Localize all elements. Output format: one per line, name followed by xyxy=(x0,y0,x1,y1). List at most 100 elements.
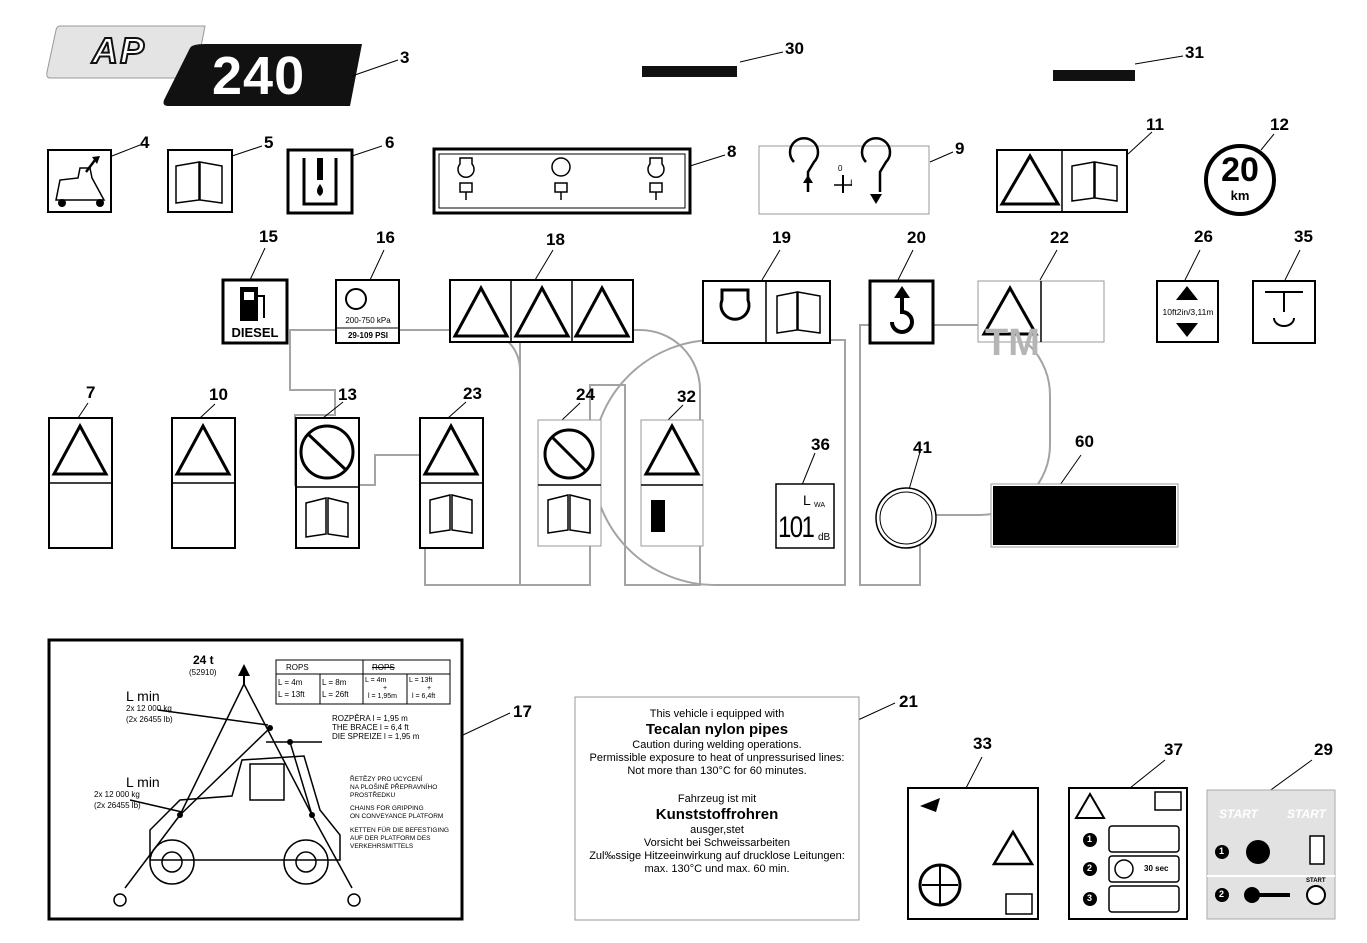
sticker-35-shape xyxy=(1252,280,1316,344)
s21-line-4: Permissible exposure to heat of unpressu… xyxy=(589,752,845,764)
sticker-21-text: This vehicle i equipped with Tecalan nyl… xyxy=(576,708,858,876)
callout-15: 15 xyxy=(259,227,278,246)
sticker-15-shape xyxy=(221,278,289,345)
fuel-label: DIESEL xyxy=(231,325,279,340)
noise-value: 101 xyxy=(778,511,815,544)
no-rops-header: ROPS xyxy=(372,663,395,672)
rops-cell-4c: l = 6,4ft xyxy=(412,693,436,700)
logo-shapes xyxy=(46,25,362,106)
callout-8: 8 xyxy=(727,142,737,161)
s21-line-3: Caution during welding operations. xyxy=(632,739,802,751)
s21-line-9: Vorsicht bei Schweissarbeiten xyxy=(643,837,791,849)
s29-num-1: 1 xyxy=(1219,846,1225,856)
logo-prefix: AP xyxy=(91,29,147,72)
weight-bottom: 2x 12 000 kg xyxy=(94,790,140,799)
sticker-22-shape xyxy=(977,280,1105,343)
sticker-29-shape xyxy=(1206,789,1336,920)
callout-32: 32 xyxy=(677,387,696,406)
weight-bottom-lb: (2x 26455 lb) xyxy=(94,801,141,810)
rops-cell-2a: L = 8m xyxy=(322,678,347,687)
callout-19: 19 xyxy=(772,228,791,247)
callout-10: 10 xyxy=(209,385,228,404)
chains-de-2: AUF DER PLATFORM DES xyxy=(350,835,431,842)
callout-16: 16 xyxy=(376,228,395,247)
sticker-7-shape xyxy=(48,417,113,549)
s37-num-1: 1 xyxy=(1087,834,1093,844)
rops-cell-4b: + xyxy=(427,685,432,692)
noise-unit: dB xyxy=(818,532,831,543)
callout-24: 24 xyxy=(576,385,595,404)
sticker-16-shape xyxy=(335,279,400,344)
sticker-6-shape xyxy=(286,148,354,215)
sticker-21-frame xyxy=(574,696,860,921)
sticker-37-shape xyxy=(1068,787,1188,920)
callout-12: 12 xyxy=(1270,115,1289,134)
pressure-kpa: 200-750 kPa xyxy=(345,316,391,325)
callout-21: 21 xyxy=(899,692,918,711)
rops-cell-4a: L = 13ft xyxy=(409,677,433,684)
callout-9: 9 xyxy=(955,139,965,158)
s21-line-7: Kunststoffrohren xyxy=(655,806,779,823)
s21-line-5: Not more than 130°C for 60 minutes. xyxy=(627,765,807,777)
sticker-13-shape xyxy=(295,417,360,549)
sticker-41-shape xyxy=(875,487,937,549)
sticker-31-fragment xyxy=(1053,70,1135,81)
pressure-psi: 29-109 PSI xyxy=(347,331,389,340)
chains-en-1: CHAINS FOR GRIPPING xyxy=(350,805,424,812)
height-label: 10ft2in/3,11m xyxy=(1162,307,1214,317)
sticker-32-shape xyxy=(640,419,704,547)
s29-start-right: START xyxy=(1287,807,1326,821)
rops-cell-3b: + xyxy=(383,685,388,692)
weight-top: 2x 12 000 kg xyxy=(126,704,172,713)
logo-model: 240 xyxy=(212,46,306,106)
sticker-18-shape xyxy=(449,279,634,343)
callout-41: 41 xyxy=(913,438,932,457)
lmin-top: L min xyxy=(126,688,160,704)
callout-60: 60 xyxy=(1075,432,1094,451)
sticker-11-shape xyxy=(996,149,1128,213)
callout-23: 23 xyxy=(463,384,482,403)
callout-6: 6 xyxy=(385,133,395,152)
callout-18: 18 xyxy=(546,230,565,249)
chains-en-2: ON CONVEYANCE PLATFORM xyxy=(350,813,444,820)
lift-load: 24 t xyxy=(193,653,214,667)
sticker-23-shape xyxy=(419,417,484,549)
sticker-5-shape xyxy=(167,149,233,213)
sticker-12-shape xyxy=(1204,144,1276,216)
sticker-9-zero: 0 xyxy=(838,164,843,173)
sticker-30-fragment xyxy=(642,66,737,77)
callout-17: 17 xyxy=(513,702,532,721)
sticker-9-one: I xyxy=(850,178,853,188)
callout-11: 11 xyxy=(1146,115,1164,134)
chains-cz-1: ŘETĚZY PRO UCYCENÍ xyxy=(350,776,423,783)
s37-time: 30 sec xyxy=(1144,864,1169,873)
callout-13: 13 xyxy=(338,385,357,404)
s37-num-3: 3 xyxy=(1087,893,1093,903)
callout-5: 5 xyxy=(264,133,274,152)
callout-26: 26 xyxy=(1194,227,1213,246)
s21-line-8: ausger,stet xyxy=(690,824,744,836)
leader-lines xyxy=(77,51,1313,793)
s21-line-2: Tecalan nylon pipes xyxy=(645,721,789,738)
sticker-19-shape xyxy=(702,280,831,344)
callout-37: 37 xyxy=(1164,740,1183,759)
callout-20: 20 xyxy=(907,228,926,247)
speed-unit: km xyxy=(1230,188,1250,203)
chains-de-3: VERKEHRSMITTELS xyxy=(350,843,414,850)
s29-start-left: START xyxy=(1219,807,1258,821)
callout-36: 36 xyxy=(811,435,830,454)
callout-29: 29 xyxy=(1314,740,1333,759)
sticker-9-shape xyxy=(758,136,930,215)
s29-start-key: START xyxy=(1306,878,1326,884)
chains-cz-2: NA PLOŠINĚ PŘEPRAVNÍHO xyxy=(350,784,438,791)
speed-value: 20 xyxy=(1221,151,1259,189)
sticker-26-shape xyxy=(1156,280,1219,343)
callout-35: 35 xyxy=(1294,227,1313,246)
watermark-tm: TM xyxy=(985,322,1040,364)
lmin-bottom: L min xyxy=(126,774,160,790)
s21-line-6: Fahrzeug ist mit xyxy=(677,793,757,805)
brace-cz: ROZPĚRA l = 1,95 m xyxy=(332,714,408,723)
rops-cell-1a: L = 4m xyxy=(278,678,303,687)
sticker-4-shape xyxy=(47,149,112,213)
callout-7: 7 xyxy=(86,383,96,402)
